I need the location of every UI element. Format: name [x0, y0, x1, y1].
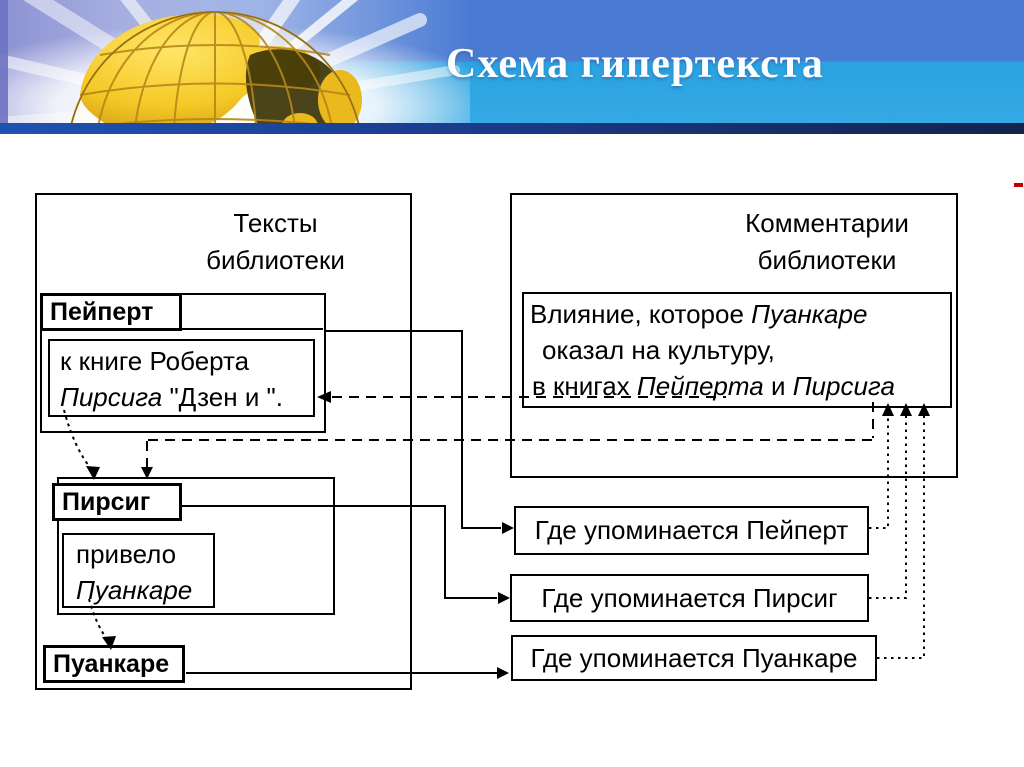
red-tick-mark	[1014, 183, 1023, 187]
excerpt-line: к книге Роберта	[60, 346, 250, 376]
pirsig-label: Пирсиг	[52, 483, 182, 521]
mention-box-pirsig: Где упоминается Пирсиг	[510, 574, 869, 622]
mention-box-poincare: Где упоминается Пуанкаре	[511, 635, 877, 681]
title-line: библиотеки	[757, 245, 897, 275]
title-line: библиотеки	[206, 245, 345, 275]
poincare-label: Пуанкаре	[43, 645, 185, 683]
globe-sphere	[68, 11, 362, 133]
library-comments-panel	[510, 193, 958, 478]
slide-header: Схема гипертекста	[0, 0, 1024, 133]
library-texts-title: Тексты библиотеки	[168, 205, 383, 279]
globe-icon	[0, 0, 470, 133]
papert-record-frame	[40, 293, 326, 433]
pirsig-excerpt-box: привело Пуанкаре	[62, 533, 215, 608]
papert-excerpt-box: к книге Роберта Пирсига "Дзен и ".	[48, 339, 315, 417]
excerpt-line: Пуанкаре	[76, 575, 193, 605]
comment-line: оказал на культуру,	[542, 335, 775, 365]
header-divider-bar	[0, 123, 1024, 134]
title-line: Тексты	[233, 208, 318, 238]
title-line: Комментарии	[745, 208, 909, 238]
comment-line: Влияние, которое Пуанкаре	[530, 299, 868, 329]
comment-text-box: Влияние, которое Пуанкаре оказал на куль…	[522, 292, 952, 408]
comment-line: в книгах Пейперта и Пирсига	[532, 371, 895, 401]
excerpt-line: привело	[76, 539, 177, 569]
excerpt-line: Пирсига "Дзен и ".	[60, 382, 284, 412]
page-title: Схема гипертекста	[446, 41, 824, 87]
library-comments-title: Комментарии библиотеки	[712, 205, 942, 279]
left-edge-strip	[0, 0, 8, 133]
mention-box-papert: Где упоминается Пейперт	[514, 506, 869, 555]
papert-label: Пейперт	[40, 293, 182, 331]
